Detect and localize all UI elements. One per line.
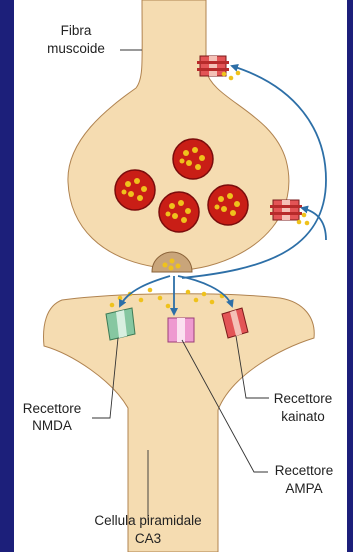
- label-mossy-fiber-line1: Fibra: [61, 23, 92, 38]
- label-nmda-line2: NMDA: [32, 418, 72, 433]
- label-pyramidal-line2: CA3: [135, 531, 161, 546]
- nmda-receptor-shape: [106, 308, 135, 340]
- label-kainate-line1: Recettore: [274, 391, 333, 406]
- vesicle: [115, 170, 155, 210]
- label-kainate-line2: kainato: [281, 409, 325, 424]
- presynaptic-kainate-receptor: [270, 200, 302, 220]
- label-mossy-fiber-line2: muscoide: [47, 41, 105, 56]
- vesicle: [173, 139, 213, 179]
- ampa-receptor-shape: [168, 318, 194, 342]
- label-pyramidal-line1: Cellula piramidale: [94, 513, 201, 528]
- vesicle: [159, 192, 199, 232]
- vesicle: [208, 185, 248, 225]
- label-nmda-line1: Recettore: [23, 401, 82, 416]
- label-ampa-line1: Recettore: [275, 463, 334, 478]
- label-ampa-line2: AMPA: [285, 481, 322, 496]
